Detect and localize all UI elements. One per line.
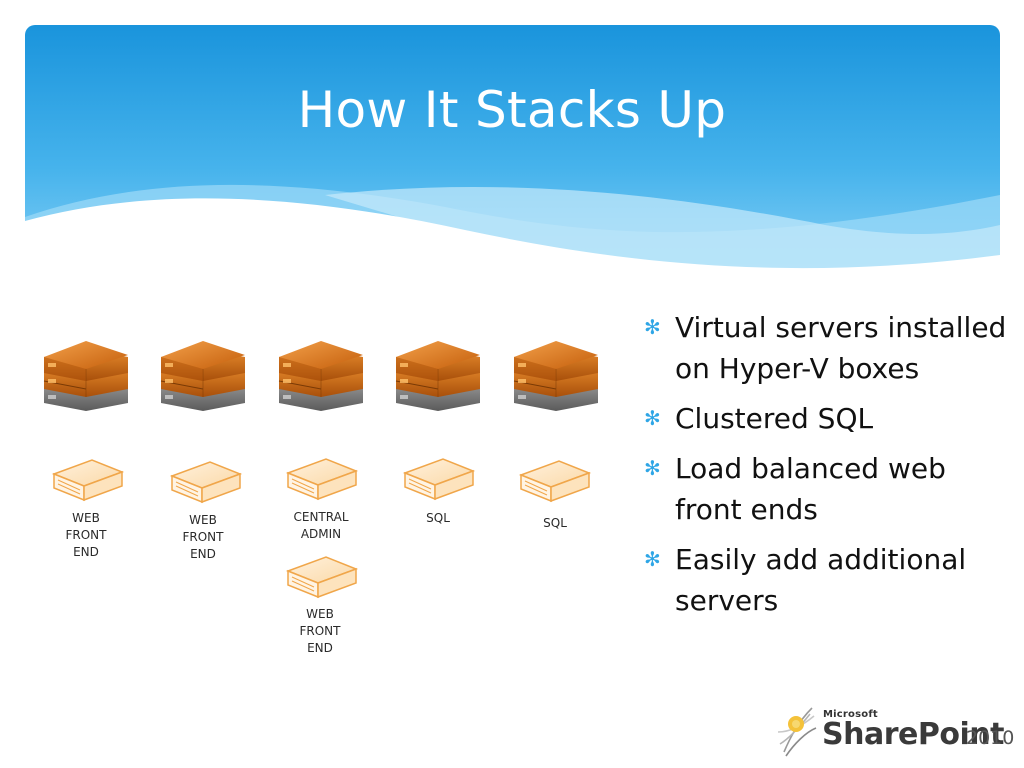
bullet-item: ✻ Virtual servers installed on Hyper-V b… [644, 307, 1014, 389]
asterisk-bullet-icon: ✻ [644, 456, 661, 480]
physical-server-stack-icon [513, 340, 599, 412]
host-label: SQL [543, 516, 567, 530]
logo-company: Microsoft [823, 709, 878, 720]
slide-header [25, 25, 1000, 285]
physical-server-stack-icon [160, 340, 246, 412]
logo-version: 2010 [966, 727, 1015, 749]
virtual-server-outline-icon [404, 458, 474, 500]
bullet-item: ✻ Load balanced web front ends [644, 448, 1014, 530]
host-label: WEB FRONT END [182, 513, 224, 561]
physical-server-stack-icon [278, 340, 364, 412]
bullet-item: ✻ Easily add additional servers [644, 539, 1014, 621]
virtual-server-outline-icon [287, 556, 357, 598]
asterisk-bullet-icon: ✻ [644, 315, 661, 339]
bullet-item: ✻ Clustered SQL [644, 398, 1014, 439]
virtual-server-outline-icon [171, 461, 241, 503]
asterisk-bullet-icon: ✻ [644, 406, 661, 430]
physical-server-stack-icon [43, 340, 129, 412]
virtual-server-outline-icon [53, 459, 123, 501]
virtual-server-outline-icon [520, 460, 590, 502]
host-label: SQL [426, 511, 450, 525]
asterisk-bullet-icon: ✻ [644, 547, 661, 571]
host-label: WEB FRONT END [299, 607, 341, 655]
sharepoint-logo: Microsoft SharePoint 2010 [776, 700, 1022, 760]
sharepoint-logo-icon [777, 707, 817, 757]
host-label: WEB FRONT END [65, 511, 107, 559]
physical-server-stack-icon [395, 340, 481, 412]
header-wave-background [25, 25, 1000, 285]
server-diagram [43, 340, 599, 598]
virtual-server-outline-icon [287, 458, 357, 500]
logo-product: SharePoint [822, 717, 1004, 752]
slide-title: How It Stacks Up [297, 81, 727, 139]
bullet-list: ✻ Virtual servers installed on Hyper-V b… [644, 307, 1014, 630]
host-label: CENTRAL ADMIN [293, 510, 349, 541]
